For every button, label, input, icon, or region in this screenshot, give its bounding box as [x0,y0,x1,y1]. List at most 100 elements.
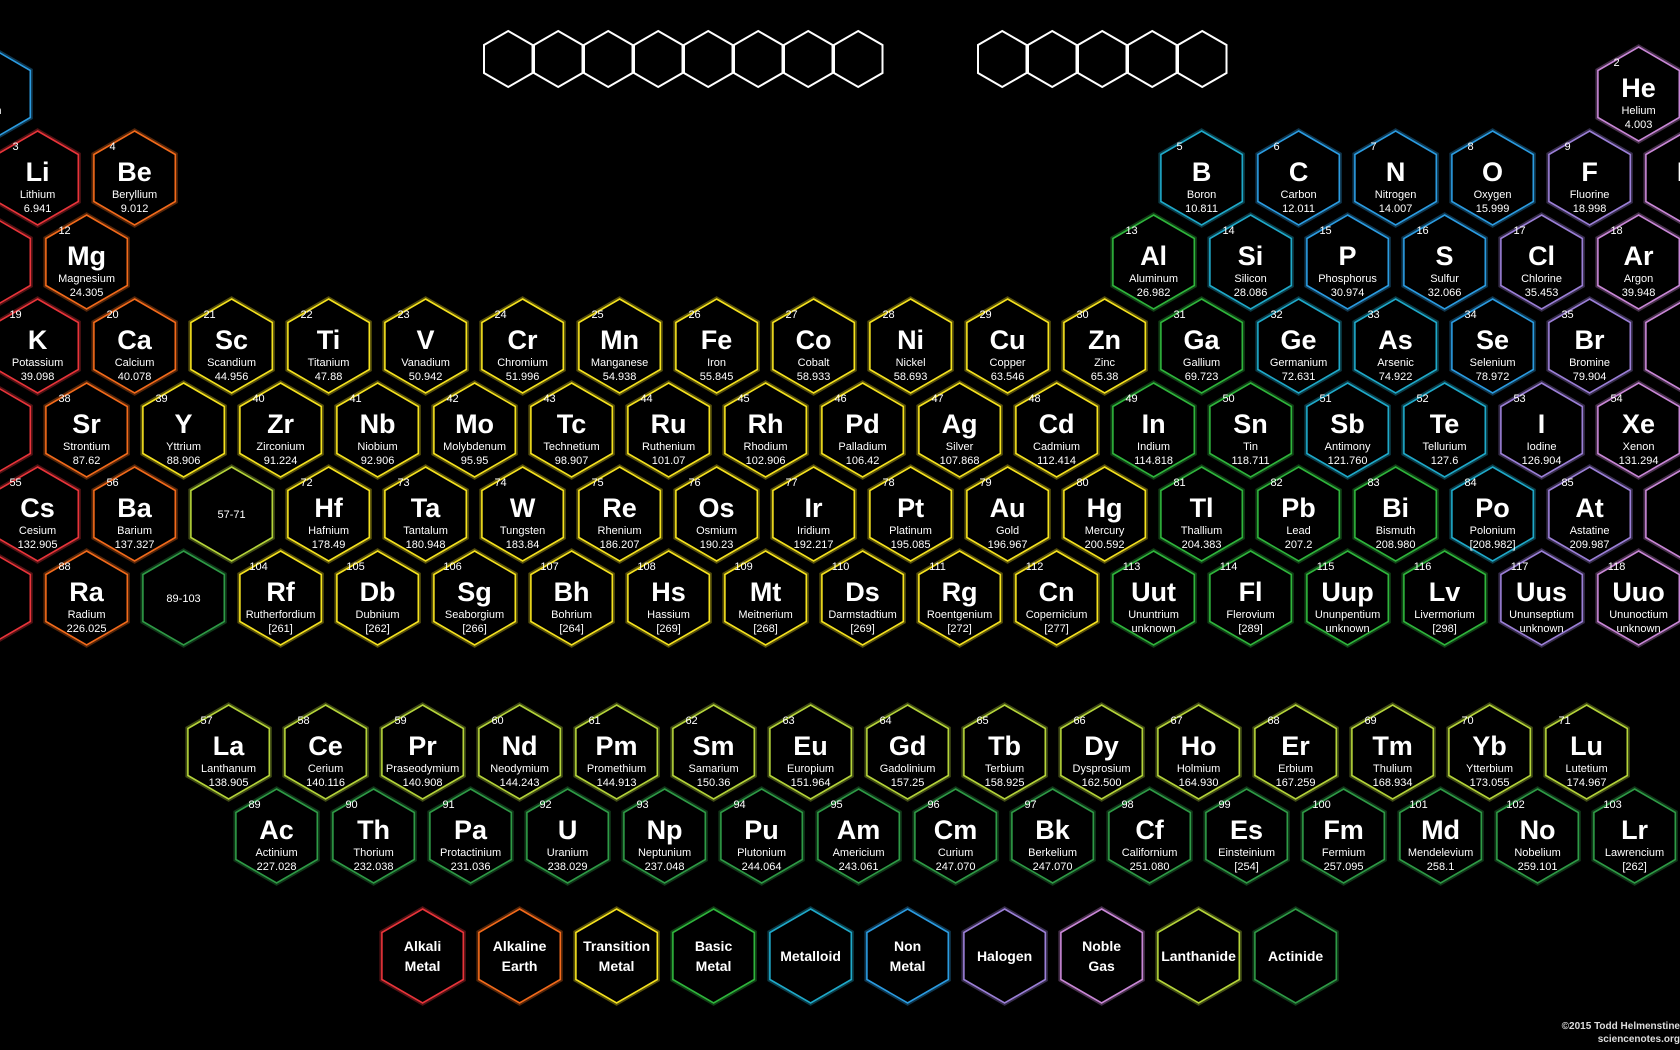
hex-border [1597,382,1680,478]
atomic-number: 89 [249,799,261,811]
element-symbol: Bi [1382,493,1409,523]
element-symbol: Er [1282,731,1311,761]
element-name: Mendelevium [1408,847,1473,859]
element-symbol: Yb [1473,731,1508,761]
series-placeholder: 89-103 [140,548,227,648]
element-name: Ytterbium [1466,763,1513,775]
hex-border [1015,382,1099,478]
element-symbol: Lu [1570,731,1603,761]
atomic-number: 79 [980,477,992,489]
element-symbol: Md [1421,815,1460,845]
hex-border [1108,788,1192,884]
atomic-mass: 78.972 [1476,371,1510,383]
element-symbol: Ca [118,325,153,355]
element-name: Silver [946,441,974,453]
hex-border [914,788,998,884]
element-symbol: He [1621,73,1656,103]
atomic-mass: unknown [1616,623,1660,635]
element-symbol: C [1289,157,1309,187]
hex-border [1597,46,1680,142]
title-hex-border [782,29,834,89]
element-name: Oxygen [1474,189,1512,201]
element-name: Gadolinium [880,763,936,775]
atomic-number: 109 [734,561,752,573]
element-symbol: Mt [750,577,781,607]
atomic-number: 49 [1125,393,1137,405]
hex-border [190,298,274,394]
element-name: Rutherfordium [246,609,316,621]
element-symbol: Ra [69,577,104,607]
element-name: Calcium [115,357,155,369]
atomic-number: 44 [640,393,652,405]
atomic-number: 116 [1414,561,1432,573]
atomic-number: 16 [1416,225,1428,237]
element-name: Nitrogen [1375,189,1417,201]
hex-border [963,704,1047,800]
element-symbol: Cf [1136,815,1165,845]
element-symbol: Tl [1190,493,1214,523]
atomic-number: 83 [1368,477,1380,489]
hex-border [0,130,80,226]
atomic-number: 65 [977,715,989,727]
element-name: Holmium [1177,763,1220,775]
hex-border [578,466,662,562]
hex-border [1306,214,1390,310]
atomic-mass: 244.064 [742,861,782,873]
element-name: Protactinium [440,847,501,859]
hex-border [1354,466,1438,562]
element-name: Rhenium [598,525,642,537]
element-symbol: Mn [600,325,639,355]
hex-border [235,788,319,884]
atomic-mass: 208.980 [1376,539,1416,551]
element-name: Dysprosium [1073,763,1131,775]
element-symbol: Mo [455,409,494,439]
atomic-number: 58 [298,715,310,727]
hex-border [866,908,950,1004]
hex-border [627,382,711,478]
atomic-mass: 209.987 [1570,539,1610,551]
element-symbol: Cm [934,815,978,845]
atomic-mass: 200.592 [1085,539,1125,551]
atomic-number: 92 [540,799,552,811]
element-symbol: I [1538,409,1546,439]
atomic-mass: 257.095 [1324,861,1364,873]
legend-label: Basic [695,938,733,954]
atomic-mass: 232.038 [354,861,394,873]
hex-border [918,550,1002,646]
element-symbol: Hf [315,493,344,523]
element-symbol: Ce [309,731,344,761]
element-symbol: Sc [215,325,248,355]
atomic-mass: 204.383 [1182,539,1222,551]
element-name: Dubnium [355,609,399,621]
hex-border [332,788,416,884]
atomic-mass: 26.982 [1137,287,1171,299]
atomic-mass: 247.070 [1033,861,1073,873]
atomic-number: 29 [980,309,992,321]
atomic-number: 3 [13,141,19,153]
legend-label: Noble [1083,938,1122,954]
element-symbol: Ti [317,325,341,355]
element-symbol: Au [990,493,1026,523]
hex-border [772,298,856,394]
element-symbol: No [1520,815,1556,845]
hex-border [869,298,953,394]
hex-border [190,466,274,562]
element-name: ygen [0,105,1,117]
hex-border [1257,466,1341,562]
